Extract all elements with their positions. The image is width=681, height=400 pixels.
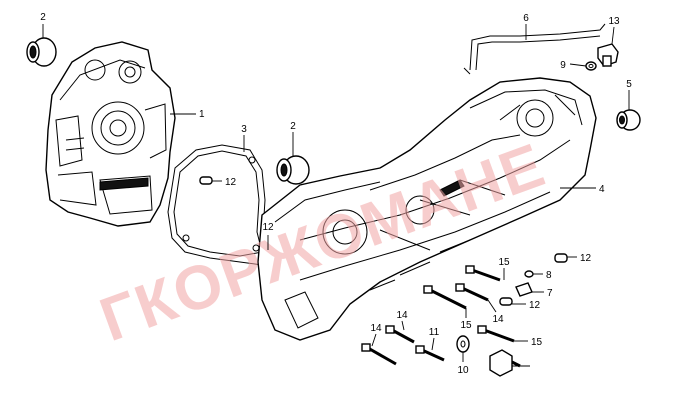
bolt-15-a (465, 265, 501, 282)
sealing-washer (456, 335, 470, 353)
breather-hose (463, 23, 606, 75)
callout-9: 9 (560, 60, 566, 71)
callout-1: 1 (199, 109, 205, 120)
dowel-pin-lower (499, 297, 513, 306)
leader-lines (42, 24, 630, 367)
callout-7: 7 (547, 288, 553, 299)
callout-12-gasket: 12 (225, 177, 237, 188)
callout-12-left: 12 (262, 222, 274, 233)
left-crankcase (45, 41, 176, 227)
drain-bolt-small (515, 282, 533, 297)
dowel-pin-gasket (199, 176, 213, 185)
right-crankcase (257, 77, 597, 341)
dowel-bushing-middle (276, 155, 310, 185)
callout-13: 13 (608, 16, 620, 27)
dowel-pin-right (554, 253, 568, 263)
bolt-14-c (415, 345, 445, 362)
washer-o-ring (585, 61, 597, 71)
callout-labels: 2 1 3 12 12 2 6 13 9 5 4 12 15 8 7 12 14… (40, 12, 632, 376)
callout-12-right: 12 (580, 253, 592, 264)
callout-2-middle: 2 (290, 121, 296, 132)
callout-12-lower: 12 (529, 300, 541, 311)
dowel-bushing-top-left (26, 37, 57, 67)
callout-15-middle: 15 (460, 320, 472, 331)
bolt-15-b (423, 285, 467, 310)
callout-6: 6 (523, 13, 529, 24)
callout-4: 4 (599, 184, 605, 195)
drain-bolt (489, 349, 521, 377)
callout-15-right: 15 (531, 337, 543, 348)
callout-2-top-left: 2 (40, 12, 46, 23)
bolt-14-a (455, 283, 489, 302)
bolt-15-c (477, 325, 515, 343)
callout-15-left: 14 (370, 323, 382, 334)
filler-plug (597, 43, 619, 67)
callout-8: 8 (546, 270, 552, 281)
dowel-bushing-right (616, 109, 641, 131)
callout-14-upper: 14 (492, 314, 504, 325)
callout-14-left: 14 (396, 310, 408, 321)
bolt-15-d (361, 343, 397, 366)
washer-small (524, 270, 534, 278)
callout-15-top: 15 (498, 257, 510, 268)
bolt-14-b (385, 325, 415, 344)
callout-3: 3 (241, 124, 247, 135)
callout-11: 10 (457, 365, 469, 376)
callout-5: 5 (626, 79, 632, 90)
callout-14-lower: 11 (429, 327, 440, 338)
